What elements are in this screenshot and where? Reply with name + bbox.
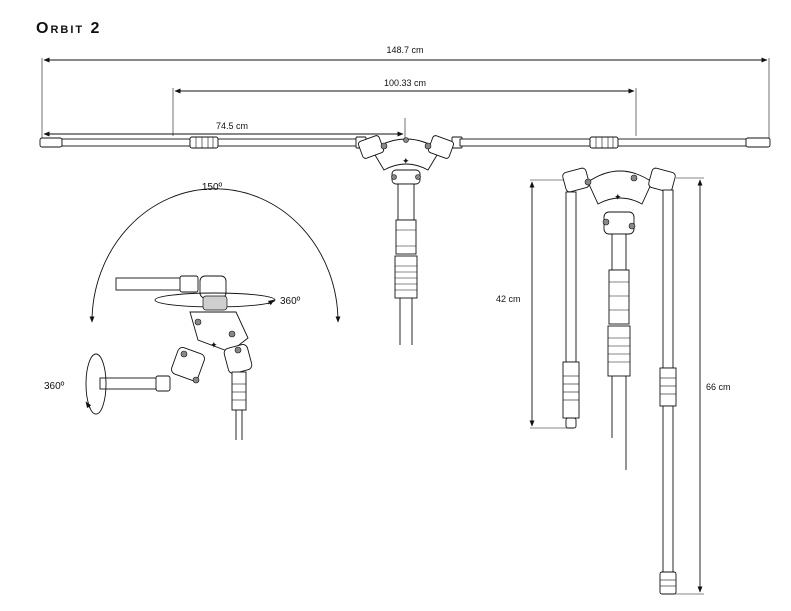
dimension-long-drop: 66 cm xyxy=(672,177,731,595)
central-hub: ✦ xyxy=(357,135,455,185)
sweep-angle-label: 150º xyxy=(202,182,223,193)
body-logo-icon: ✦ xyxy=(210,340,218,350)
horizontal-boom-assembly: 148.7 cm 100.33 cm 74.5 cm xyxy=(39,45,771,345)
right-hub-logo-icon: ✦ xyxy=(614,192,622,202)
right-arm-tube xyxy=(451,136,771,149)
long-drop-label: 66 cm xyxy=(706,382,731,392)
left-arm-tube xyxy=(39,136,367,149)
dimension-short-drop: 42 cm xyxy=(496,179,572,429)
hub-logo-icon: ✦ xyxy=(402,156,410,166)
horizontal-spin-label: 360º xyxy=(280,296,301,307)
page-title: Orbit 2 xyxy=(36,20,102,37)
dimension-total-span: 148.7 cm xyxy=(41,45,770,140)
axial-spin-label: 360º xyxy=(44,381,65,392)
arm-length-label: 74.5 cm xyxy=(216,121,248,131)
dimension-arm-length: 74.5 cm xyxy=(43,118,406,140)
inner-span-label: 100.33 cm xyxy=(384,78,426,88)
rotation-diagram: 150º 360º ✦ xyxy=(44,182,341,440)
total-span-label: 148.7 cm xyxy=(386,45,423,55)
vertical-drop-assembly: 42 cm 66 cm ✦ xyxy=(496,167,731,595)
central-stem xyxy=(394,183,418,345)
short-drop-label: 42 cm xyxy=(496,294,521,304)
dimension-inner-span: 100.33 cm xyxy=(172,78,637,136)
